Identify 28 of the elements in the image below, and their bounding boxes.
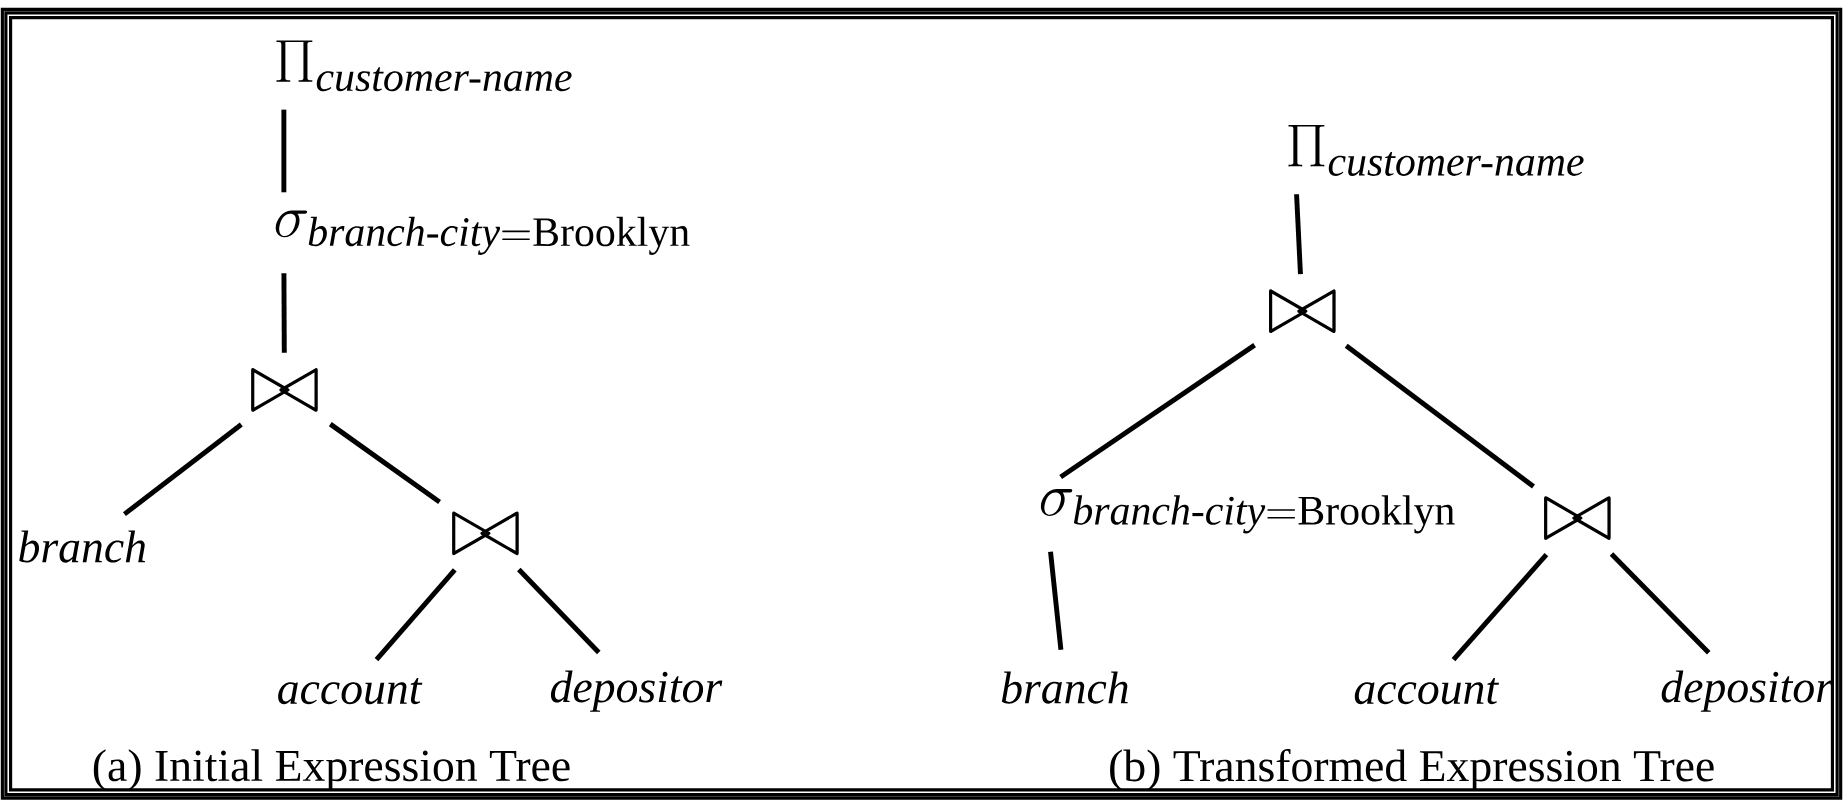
tree-edge [1048, 551, 1064, 650]
relation-label: branch [1001, 671, 1128, 704]
tree-edge [328, 421, 441, 504]
join-symbol: $\bowtie$ [452, 511, 519, 556]
operator-label: $\Pi_{\textit{customer-name}}$ [1288, 124, 1584, 176]
relation-label: depositor [1661, 670, 1834, 712]
tree-edge [517, 567, 601, 655]
tree-edge [1059, 342, 1256, 479]
caption: (a) Initial Expression Tree [93, 748, 570, 791]
caption: (b) Transformed Expression Tree [1110, 748, 1714, 791]
tree-edge [374, 568, 457, 662]
operator-label: $\Pi_{\textit{customer-name}}$ [276, 40, 572, 92]
join-symbol: $\bowtie$ [251, 367, 318, 412]
tree-edge [1609, 552, 1711, 655]
join-symbol: $\bowtie$ [1544, 495, 1611, 540]
join-symbol: $\bowtie$ [1269, 289, 1336, 333]
tree-edge [281, 109, 287, 193]
tree-edge [1451, 552, 1549, 662]
relation-label: depositor [550, 670, 723, 712]
operator-label: $\sigma_{\textit{branch-city}=\textrm{Brooklyn}}$ [275, 210, 690, 255]
operator-label: $\sigma_{\textit{branch-city}=\textrm{Brooklyn}}$ [1040, 488, 1455, 534]
relation-label: branch [19, 530, 146, 563]
tree-edge [1344, 343, 1535, 489]
relation-label: account [278, 677, 423, 705]
tree-edge [281, 272, 287, 353]
relation-label: account [1354, 677, 1499, 705]
tree-edge [1294, 193, 1303, 274]
tree-edge [122, 422, 243, 516]
